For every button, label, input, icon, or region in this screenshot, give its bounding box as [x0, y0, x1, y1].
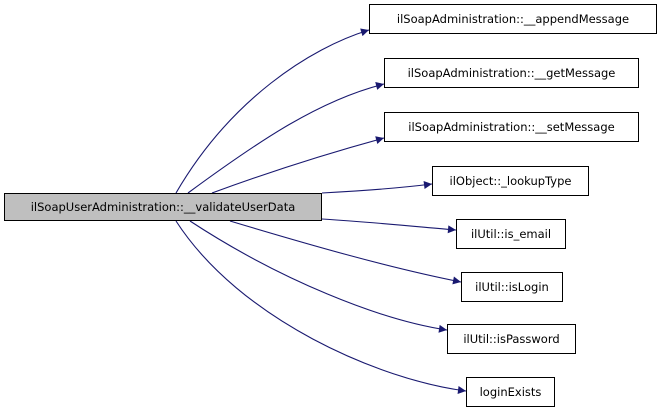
node-get-message[interactable]: ilSoapAdministration::__getMessage — [384, 58, 639, 88]
node-login-exists[interactable]: loginExists — [466, 377, 555, 407]
node-label: ilSoapAdministration::__appendMessage — [396, 12, 630, 26]
node-label: ilObject::_lookupType — [449, 174, 572, 188]
node-label: ilSoapUserAdministration::__validateUser… — [30, 200, 296, 214]
node-append-message[interactable]: ilSoapAdministration::__appendMessage — [369, 4, 657, 34]
node-label: loginExists — [479, 385, 542, 399]
node-label: ilUtil::isPassword — [463, 332, 560, 346]
node-is-password[interactable]: ilUtil::isPassword — [447, 324, 576, 354]
node-label: ilSoapAdministration::__setMessage — [408, 120, 615, 134]
node-label: ilSoapAdministration::__getMessage — [407, 66, 616, 80]
edge-login-exists — [175, 220, 467, 394]
node-label: ilUtil::is_email — [470, 227, 552, 241]
edge-lookup-type — [321, 181, 433, 194]
edge-is-login — [229, 220, 462, 285]
edge-is-email — [321, 218, 457, 234]
node-label: ilUtil::isLogin — [475, 280, 549, 294]
edge-set-message — [211, 136, 385, 194]
node-lookup-type[interactable]: ilObject::_lookupType — [432, 166, 589, 196]
edge-get-message — [187, 82, 385, 194]
edge-is-password — [189, 220, 448, 333]
node-source-validate-user-data[interactable]: ilSoapUserAdministration::__validateUser… — [4, 193, 322, 221]
edge-append-message — [175, 28, 370, 194]
node-set-message[interactable]: ilSoapAdministration::__setMessage — [384, 112, 639, 142]
node-is-email[interactable]: ilUtil::is_email — [456, 219, 566, 249]
node-is-login[interactable]: ilUtil::isLogin — [461, 272, 563, 302]
